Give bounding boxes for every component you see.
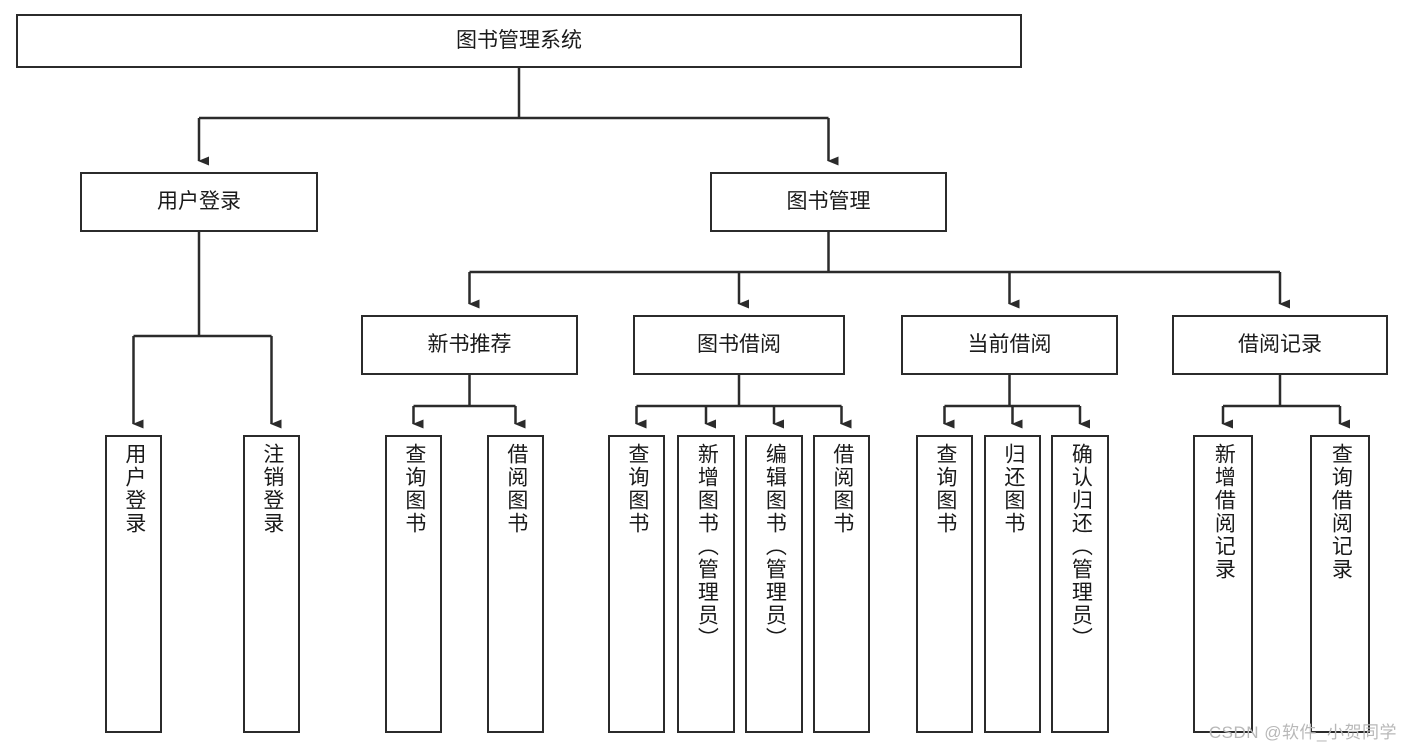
node-book-manage[interactable]: 图书管理 xyxy=(710,172,947,232)
node-user-login[interactable]: 用户登录 xyxy=(80,172,318,232)
node-borrow-record[interactable]: 借阅记录 xyxy=(1172,315,1388,375)
node-leaf-user-login[interactable]: 用户登录 xyxy=(105,435,162,733)
node-label: 新书推荐 xyxy=(427,332,512,356)
node-label: 图书管理系统 xyxy=(456,28,582,52)
node-leaf-rec-query[interactable]: 查询图书 xyxy=(385,435,442,733)
node-label: 用户登录 xyxy=(122,443,146,535)
node-label: 图书管理 xyxy=(786,189,871,213)
node-leaf-rec-add[interactable]: 新增借阅记录 xyxy=(1193,435,1253,733)
node-leaf-cur-confirm[interactable]: 确认归还（管理员） xyxy=(1051,435,1109,733)
node-label: 借阅记录 xyxy=(1238,332,1322,356)
node-leaf-borrow-lend[interactable]: 借阅图书 xyxy=(813,435,870,733)
node-label: 查询借阅记录 xyxy=(1329,443,1353,581)
node-current-borrow[interactable]: 当前借阅 xyxy=(901,315,1118,375)
node-label: 查询图书 xyxy=(402,443,426,535)
node-leaf-borrow-add[interactable]: 新增图书（管理员） xyxy=(677,435,735,733)
node-leaf-cur-query[interactable]: 查询图书 xyxy=(916,435,973,733)
node-label: 借阅图书 xyxy=(830,443,854,535)
node-leaf-rec-query2[interactable]: 查询借阅记录 xyxy=(1310,435,1370,733)
node-label: 当前借阅 xyxy=(967,332,1052,356)
node-leaf-borrow-query[interactable]: 查询图书 xyxy=(608,435,665,733)
node-label: 查询图书 xyxy=(625,443,649,535)
node-label: 图书借阅 xyxy=(697,332,781,356)
node-label: 借阅图书 xyxy=(504,443,528,535)
node-label: 注销登录 xyxy=(260,443,284,535)
node-label: 确认归还（管理员） xyxy=(1069,443,1093,650)
node-new-book-rec[interactable]: 新书推荐 xyxy=(361,315,578,375)
node-root[interactable]: 图书管理系统 xyxy=(16,14,1022,68)
node-leaf-user-logout[interactable]: 注销登录 xyxy=(243,435,300,733)
node-book-borrow[interactable]: 图书借阅 xyxy=(633,315,845,375)
node-label: 新增借阅记录 xyxy=(1212,443,1236,581)
node-label: 归还图书 xyxy=(1001,443,1025,535)
node-label: 查询图书 xyxy=(933,443,957,535)
node-leaf-cur-return[interactable]: 归还图书 xyxy=(984,435,1041,733)
node-leaf-rec-borrow[interactable]: 借阅图书 xyxy=(487,435,544,733)
watermark-text: CSDN @软件_小贺同学 xyxy=(1208,723,1397,742)
node-label: 新增图书（管理员） xyxy=(695,443,719,650)
node-label: 用户登录 xyxy=(157,189,241,213)
node-leaf-borrow-edit[interactable]: 编辑图书（管理员） xyxy=(745,435,803,733)
node-label: 编辑图书（管理员） xyxy=(763,443,787,650)
